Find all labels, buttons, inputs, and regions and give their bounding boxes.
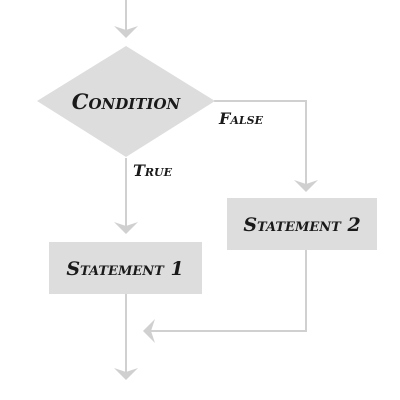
statement-2-box	[227, 198, 377, 250]
statement-1-box	[49, 242, 202, 294]
condition-node: Condition	[37, 46, 215, 157]
statement-1-node: Statement 1	[49, 242, 202, 294]
statement-1-label: Statement 1	[66, 258, 183, 280]
statement-2-node: Statement 2	[227, 198, 377, 250]
false-connector	[214, 100, 318, 192]
condition-diamond	[37, 46, 215, 157]
statement-2-label: Statement 2	[243, 214, 360, 236]
condition-label: Condition	[72, 89, 182, 114]
true-label: True	[133, 161, 173, 180]
merge-connector	[143, 250, 307, 343]
false-label: False	[218, 109, 264, 128]
